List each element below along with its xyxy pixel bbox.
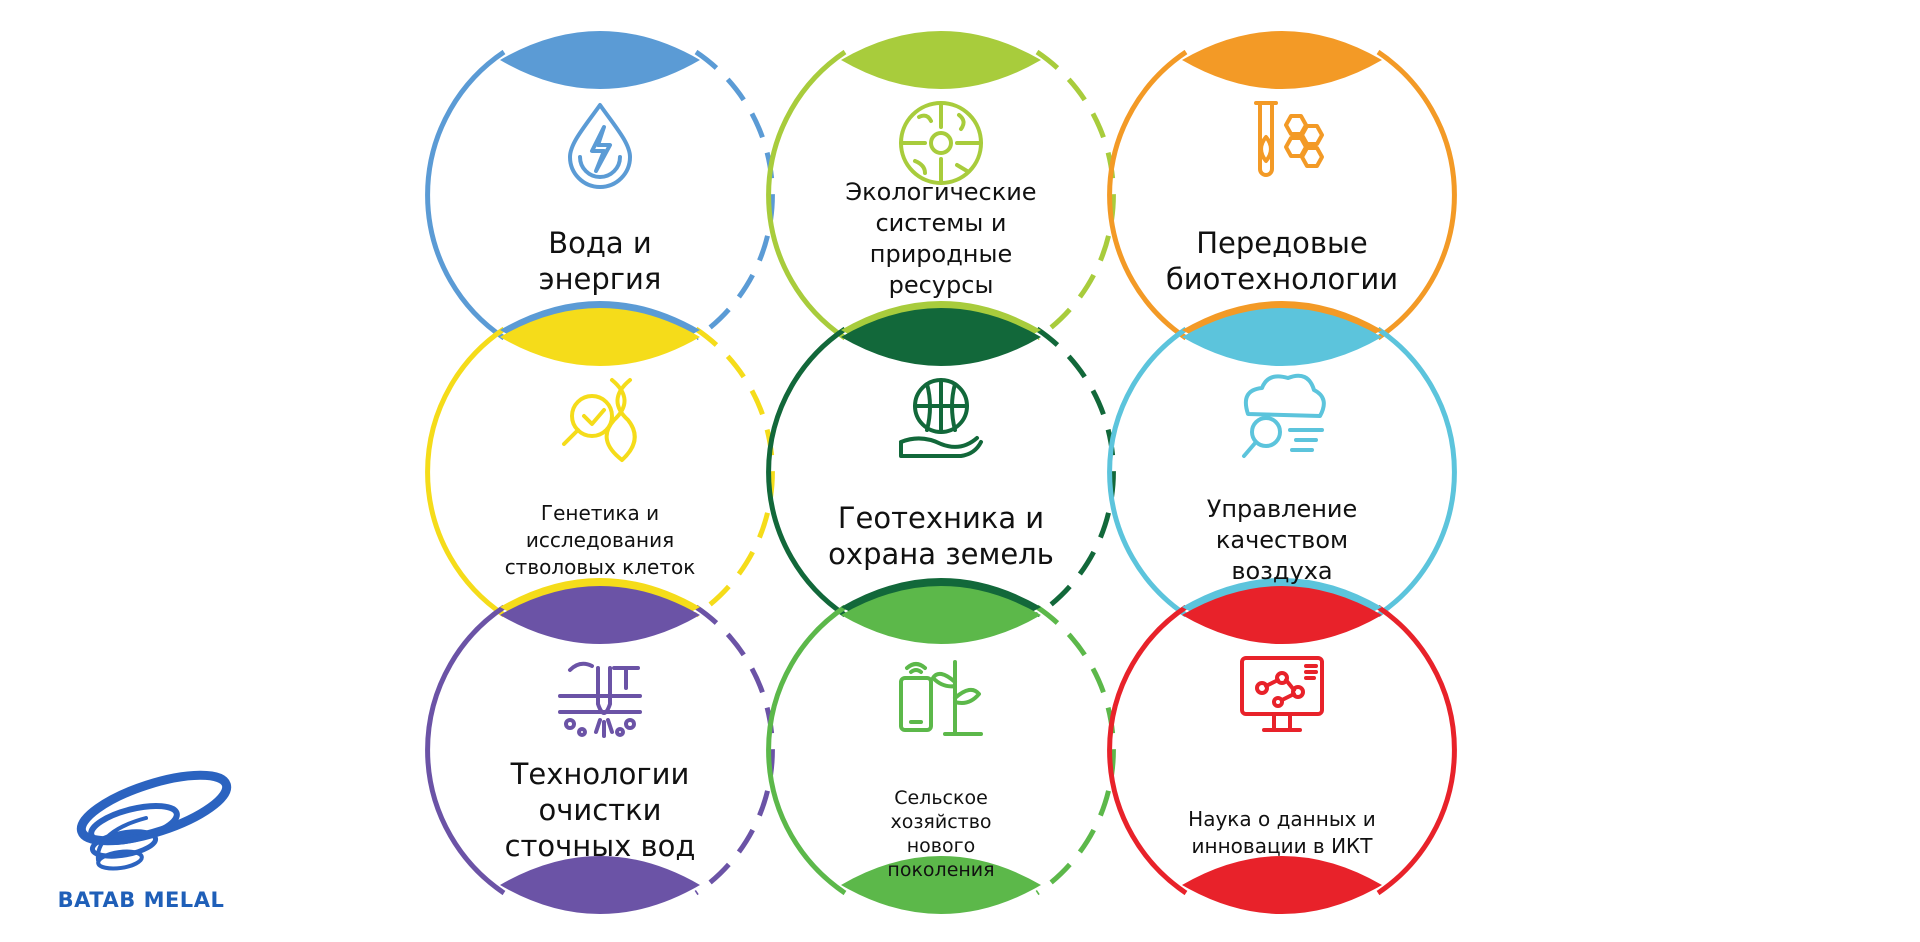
water-energy-label: Вода и энергия <box>538 226 662 296</box>
wastewater-circle-left <box>425 604 506 896</box>
water-energy-circle-right <box>694 49 775 341</box>
biotech-circle-right <box>1376 49 1457 341</box>
co2-cloud-magnifier-icon <box>1242 373 1326 458</box>
data-science-bottom-cap <box>1182 856 1382 914</box>
ecosystems-circle-right <box>1035 49 1116 341</box>
agriculture-top-cap <box>841 586 1041 644</box>
geotech-label: Геотехника и охрана земель <box>828 501 1054 571</box>
water-drop-bolt-icon <box>568 103 632 189</box>
geotech-circle-left <box>766 326 847 618</box>
biotech-label: Передовые биотехнологии <box>1165 226 1399 296</box>
wastewater-label: Технологии очистки сточных вод <box>504 757 696 863</box>
air-quality-circle-right <box>1376 326 1457 618</box>
water-pipe-filter-icon <box>558 661 642 738</box>
ecosystems-top-cap <box>841 31 1041 89</box>
brand-name: BATAB MELAL <box>57 888 225 912</box>
genetics-top-cap <box>500 308 700 366</box>
wastewater-bottom-cap <box>500 856 700 914</box>
water-energy-top-cap <box>500 31 700 89</box>
agriculture-bottom-cap <box>841 856 1041 914</box>
data-science-circle-right <box>1376 604 1457 896</box>
air-quality-label: Управление качеством воздуха <box>1206 495 1358 585</box>
hand-earth-sprout-icon <box>899 378 983 458</box>
water-energy-circle-left <box>425 49 506 341</box>
geotech-circle-right <box>1035 326 1116 618</box>
swirl-logo-icon <box>76 770 232 871</box>
dna-magnifier-icon <box>562 378 637 462</box>
genetics-circle-right <box>694 326 775 618</box>
monitor-network-chart-icon <box>1240 656 1324 732</box>
data-science-top-cap <box>1182 586 1382 644</box>
biotech-circle-left <box>1107 49 1188 341</box>
air-quality-circle-left <box>1107 326 1188 618</box>
ecosystems-circle-left <box>766 49 847 341</box>
test-tube-molecule-icon <box>1254 101 1324 177</box>
data-science-circle-left <box>1107 604 1188 896</box>
biotech-top-cap <box>1182 31 1382 89</box>
geotech-top-cap <box>841 308 1041 366</box>
ecosystems-label: Экологические системы и природные ресурс… <box>845 178 1037 299</box>
agriculture-circle-right <box>1035 604 1116 896</box>
wastewater-top-cap <box>500 586 700 644</box>
ecosystem-wheel-icon <box>899 101 983 185</box>
genetics-label: Генетика и исследования стволовых клеток <box>504 501 696 579</box>
agriculture-label: Сельское хозяйство нового поколения <box>887 787 995 881</box>
wastewater-circle-right <box>694 604 775 896</box>
smartphone-plant-icon <box>899 660 983 736</box>
genetics-circle-left <box>425 326 506 618</box>
data-science-label: Наука о данных и инновации в ИКТ <box>1188 807 1376 858</box>
air-quality-top-cap <box>1182 308 1382 366</box>
agriculture-circle-left <box>766 604 847 896</box>
